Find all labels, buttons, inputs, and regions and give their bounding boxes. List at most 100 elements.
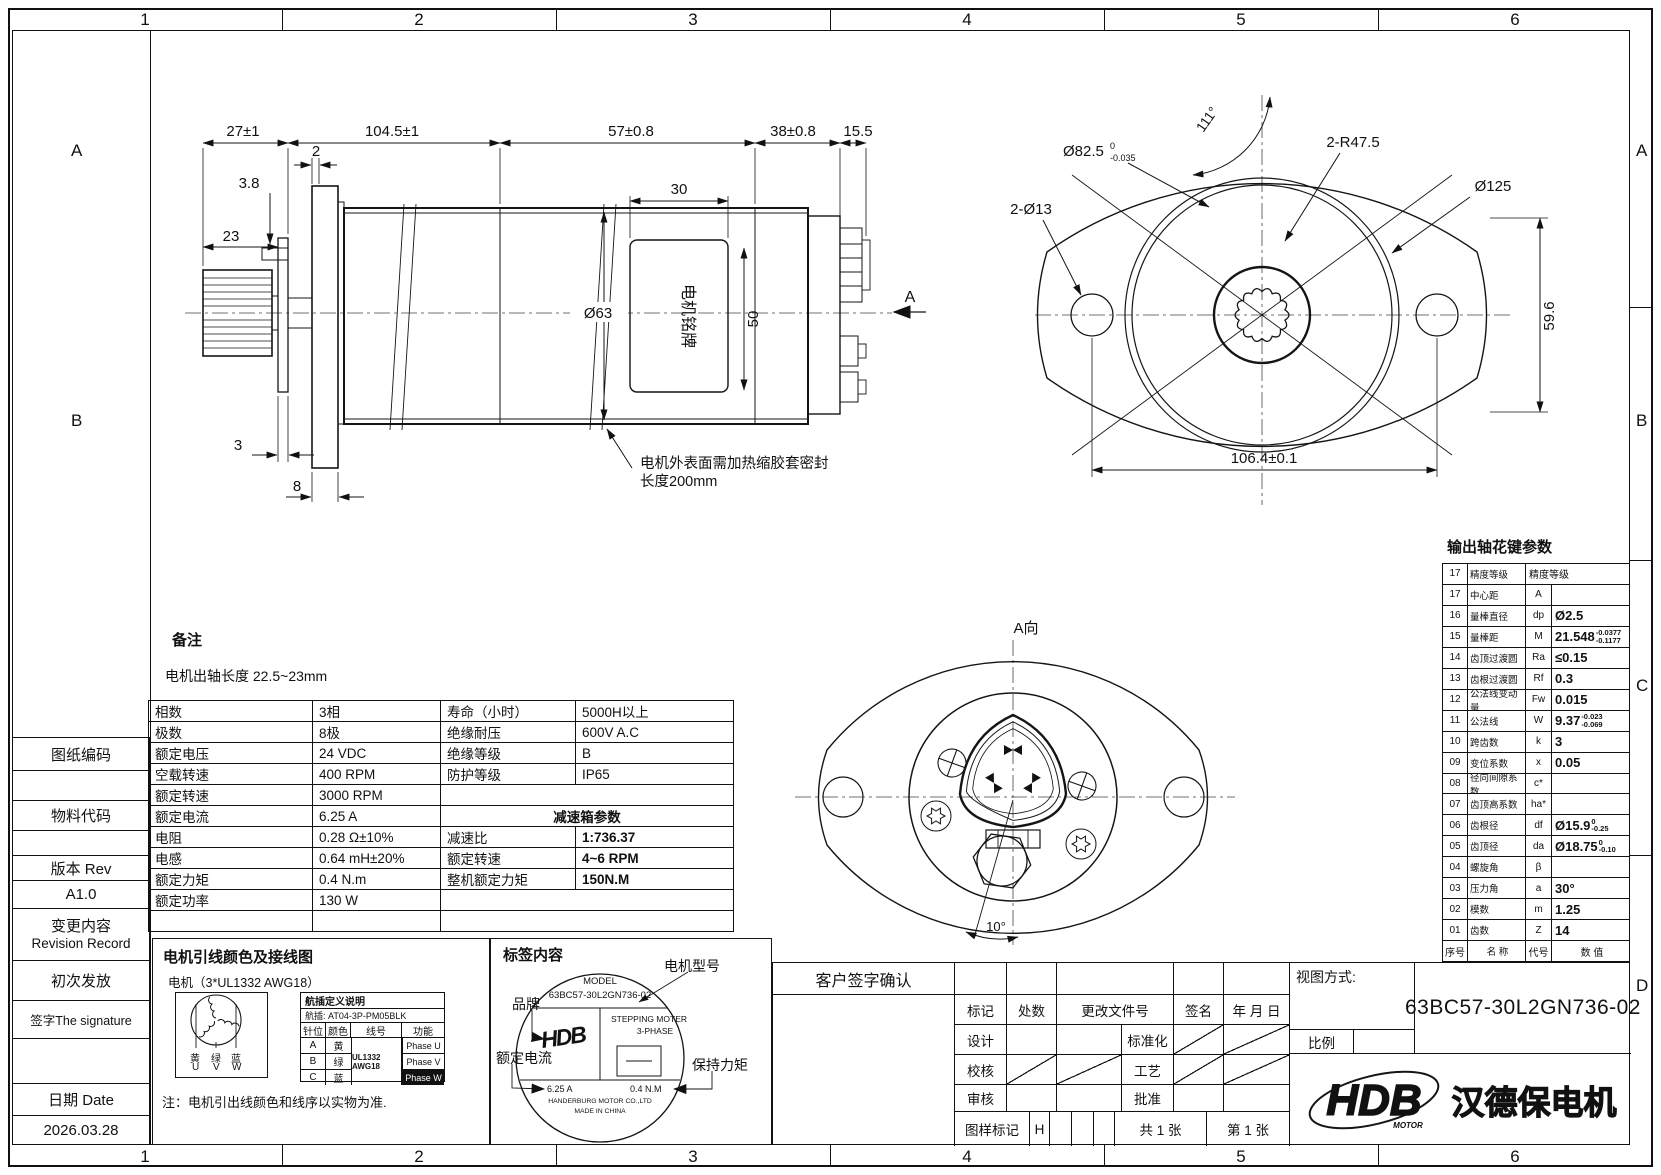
tol-lower: -0.1177 — [1595, 635, 1621, 645]
customer-sign-cell: 客户签字确认 — [815, 972, 912, 990]
spec-value: 3000 RPM — [313, 785, 441, 805]
sidebar-signature-value — [12, 1038, 150, 1084]
table-row: 06 齿根径 df Ø15.9 0-0.25 — [1443, 814, 1629, 836]
tol-upper: 0 — [1591, 816, 1596, 826]
zone-col-6: 6 — [1510, 10, 1520, 29]
view-method-box: 视图方式: — [1289, 963, 1414, 1029]
table-row: 15 量棒距 M 21.548 -0.0377-0.1177 — [1443, 625, 1629, 647]
spline-value — [1552, 794, 1629, 814]
spec-empty-cell — [441, 911, 733, 931]
spline-value: 0.05 — [1555, 755, 1581, 771]
spec-value: 24 VDC — [313, 743, 441, 763]
table-row: 10 跨齿数 k 3 — [1443, 730, 1629, 752]
spline-value: 9.37 -0.023-0.069 — [1552, 711, 1629, 731]
blank-cell — [1056, 1084, 1121, 1111]
spec-label: 额定功率 — [149, 890, 313, 910]
diagonal-cell — [1173, 1024, 1223, 1054]
spline-value: 精度等级 — [1529, 570, 1569, 582]
spec-label: 防护等级 — [441, 764, 576, 784]
drawing-mark-cell: 图样标记 — [954, 1111, 1029, 1146]
spline-table: 17 精度等级 精度等级 17 中心距 A 16 量棒直径 dp Ø2.5 15… — [1442, 563, 1630, 962]
spline-value-main: 9.37 — [1555, 713, 1581, 729]
zone-tick — [1378, 8, 1379, 30]
remark-title: 备注 — [172, 632, 203, 649]
func-header: 功能 — [413, 1026, 433, 1038]
diagonal-cell — [1223, 1024, 1289, 1054]
phase-u-cell: Phase U — [406, 1040, 441, 1051]
table-footer-row: 序号 名 称 代号 数 值 — [1443, 940, 1629, 962]
spline-no: 17 — [1443, 584, 1468, 605]
spec-label: 额定电压 — [149, 743, 313, 763]
approve-cell: 批准 — [1121, 1084, 1173, 1111]
spline-value: ≤0.15 — [1555, 650, 1588, 666]
spline-code: dp — [1526, 605, 1552, 626]
design-cell: 设计 — [954, 1024, 1006, 1054]
spline-code: A — [1526, 584, 1552, 605]
qty-header: 处数 — [1006, 994, 1056, 1024]
spline-no: 16 — [1443, 605, 1468, 626]
sidebar-date-value: 2026.03.28 — [12, 1115, 150, 1145]
winding-diagram-box — [175, 992, 268, 1078]
wiring-title: 电机引线颜色及接线图 — [163, 949, 314, 966]
zone-col-3-bottom: 3 — [688, 1147, 698, 1166]
spline-value — [1552, 585, 1629, 605]
pin-header: 针位 — [301, 1023, 326, 1038]
scale-cell: 比例 — [1289, 1029, 1353, 1053]
table-row: 额定电压 24 VDC 绝缘等级 B — [149, 742, 733, 763]
table-row: 07 齿顶高系数 ha* — [1443, 793, 1629, 815]
rev-cell — [1223, 963, 1289, 994]
tol-upper: -0.023 — [1581, 712, 1603, 722]
sidebar-drawing-code-value — [12, 770, 150, 801]
label-type-line2: 3-PHASE — [636, 1026, 674, 1036]
wire-number-cell: UL1332 AWG18 — [351, 1038, 402, 1085]
spline-name: 中心距 — [1468, 584, 1526, 605]
spec-value: 150N.M — [582, 871, 630, 887]
spline-no: 05 — [1443, 836, 1468, 857]
zone-col-2: 2 — [414, 10, 424, 29]
spline-value: 3 — [1555, 734, 1563, 750]
spline-name: 公法线变动量 — [1468, 689, 1526, 710]
diagonal-cell — [1056, 1054, 1121, 1084]
spline-value-main: 21.548 — [1555, 629, 1595, 645]
pin-b-color: 绿 — [333, 1058, 344, 1069]
zone-col-4-bottom: 4 — [962, 1147, 972, 1166]
sidebar-signature: 签字The signature — [12, 1000, 150, 1039]
table-row: 额定功率 130 W — [149, 889, 733, 910]
spline-name: 齿数 — [1468, 920, 1526, 941]
spline-name: 量棒直径 — [1468, 605, 1526, 626]
sidebar-material-code: 物料代码 — [12, 800, 150, 831]
spline-code: df — [1526, 815, 1552, 836]
spec-label: 绝缘等级 — [441, 743, 576, 763]
zone-tick — [556, 8, 557, 30]
spec-value: 8极 — [313, 722, 441, 742]
revision-record-en: Revision Record — [31, 935, 131, 951]
spline-value-main: Ø15.9 — [1555, 817, 1591, 833]
table-row: 17 中心距 A — [1443, 583, 1629, 605]
spline-value: Ø2.5 — [1555, 608, 1584, 624]
pin-a: A — [301, 1038, 326, 1053]
zone-tick — [1104, 8, 1105, 30]
spline-code: k — [1526, 731, 1552, 752]
spline-no: 01 — [1443, 920, 1468, 941]
pin-b: B — [301, 1054, 326, 1069]
zone-col-4: 4 — [962, 10, 972, 29]
spline-no: 09 — [1443, 752, 1468, 773]
spline-no: 08 — [1443, 773, 1468, 794]
tol-lower: -0.069 — [1581, 719, 1603, 729]
spline-no: 02 — [1443, 899, 1468, 920]
sheet-no-cell: 第 1 张 — [1206, 1111, 1289, 1146]
wiring-note: 注：电机引出线颜色和线序以实物为准. — [162, 1095, 387, 1110]
phase-v-cell: Phase V — [403, 1053, 444, 1069]
wire-header: 线号 — [351, 1023, 402, 1038]
spec-label: 绝缘耐压 — [441, 722, 576, 742]
connector-title: 航插定义说明 — [305, 997, 365, 1008]
table-row: 08 径向间隙系数 c* — [1443, 772, 1629, 794]
connector-table: 航插定义说明 航插: AT04-3P-PM05BLK 针位 颜色 线号 功能 A… — [300, 992, 445, 1085]
spline-code: Rf — [1526, 668, 1552, 689]
blank-cell — [1173, 1084, 1223, 1111]
zone-row-b-left: B — [71, 411, 83, 430]
spec-label: 寿命（小时） — [441, 701, 576, 721]
spline-code: a — [1526, 878, 1552, 899]
spline-no: 07 — [1443, 794, 1468, 815]
spec-label: 空载转速 — [149, 764, 313, 784]
